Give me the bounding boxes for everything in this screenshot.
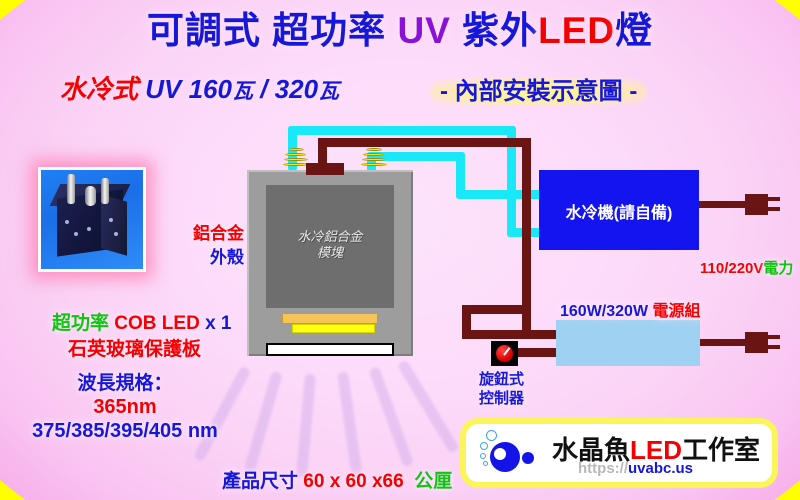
url-domain: uvabc.us: [628, 460, 694, 477]
cob-led-layer: [282, 313, 378, 324]
psu-label: 160W/320W 電源組: [560, 297, 701, 321]
aluminium-shell-line1: 鋁合金: [193, 224, 244, 243]
chiller-power-word: 電力: [763, 260, 794, 277]
water-pipe-outlet-down: [456, 152, 465, 199]
psu-label-watt: 160W/320W: [560, 303, 649, 320]
dimensions-label: 產品尺寸 60 x 60 x66 公厘: [222, 466, 452, 493]
studio-url[interactable]: https://uvabc.us: [578, 460, 693, 477]
module-label-line2: 模塊: [316, 245, 343, 260]
water-pipe-inlet-down: [507, 126, 516, 237]
page-title: 可調式 超功率 UV 紫外LED燈: [0, 12, 800, 49]
psu-power-plug: [745, 332, 780, 353]
led-wire-down-to-psu: [522, 138, 531, 338]
studio-name-studio: 工作室: [682, 435, 761, 465]
wire-terminal-block: [306, 163, 344, 175]
knob-label-line2: 控制器: [479, 390, 525, 407]
subtitle-unit-2: 瓦: [318, 80, 340, 103]
wavelength-main: 365nm: [93, 396, 157, 418]
water-pipe-inlet-horizontal: [288, 126, 516, 135]
cob-led-prefix: 超功率: [52, 313, 110, 334]
title-part-5: 燈: [615, 10, 654, 51]
water-cooled-module: 水冷鋁合金 模塊: [266, 185, 394, 308]
water-pipe-outlet-up: [367, 152, 376, 172]
knob-wire-vertical: [462, 305, 471, 335]
chiller-power-plug: [745, 194, 780, 215]
knob-wire-bus: [462, 330, 526, 339]
subtitle: 水冷式 UV 160瓦 / 320瓦: [60, 76, 339, 102]
title-part-2: UV: [397, 10, 463, 51]
wavelength-block: 波長規格： 365nm 375/385/395/405 nm: [0, 372, 250, 444]
product-photo: [38, 167, 146, 272]
water-pipe-outlet-run: [456, 190, 552, 199]
psu-power-cord: [700, 339, 746, 346]
url-protocol: https://: [578, 460, 628, 477]
studio-name-cn: 水晶魚: [552, 435, 631, 465]
aluminium-shell-label: 鋁合金 外殼: [180, 222, 244, 270]
aluminium-shell-line2: 外殼: [210, 248, 244, 267]
subtitle-spec: UV 160: [145, 74, 232, 104]
module-label: 水冷鋁合金 模塊: [266, 229, 394, 261]
quartz-plate-text: 石英玻璃保護板: [68, 339, 202, 360]
title-part-4: LED: [538, 10, 616, 51]
quartz-layer: [292, 324, 375, 333]
wavelength-title: 波長規格：: [77, 373, 173, 394]
knob-wire-top: [462, 305, 524, 314]
cob-led-mid: COB LED: [109, 313, 200, 334]
subtitle-slash: / 320: [252, 74, 319, 104]
quartz-glass-plate: [266, 343, 394, 356]
water-pipe-outlet-horizontal: [367, 152, 465, 161]
dimensions-prefix: 產品尺寸: [222, 471, 299, 492]
knob-controller[interactable]: [491, 341, 518, 366]
chiller-power-volt: 110/220V: [700, 260, 764, 277]
chiller-power-cord: [699, 201, 746, 208]
quartz-plate-label: 石英玻璃保護板: [68, 334, 201, 361]
subtitle-water-cooled: 水冷式: [60, 74, 139, 104]
chiller-power-label: 110/220V電力: [700, 257, 793, 278]
module-label-line1: 水冷鋁合金: [297, 229, 363, 244]
cob-led-label: 超功率 COB LED x 1: [52, 308, 232, 335]
title-part-3: 紫外: [462, 10, 539, 51]
knob-label-line1: 旋鈕式: [479, 371, 525, 388]
knob-wire-out: [517, 348, 561, 357]
water-chiller-label: 水冷機(請自備): [565, 205, 673, 222]
wavelength-others: 375/385/395/405 nm: [32, 420, 218, 442]
led-wire-vertical: [318, 138, 327, 168]
title-part-1: 可調式 超功率: [146, 10, 398, 51]
diagram-badge: - 內部安裝示意圖 -: [430, 78, 648, 106]
spring-fitting-right: [361, 148, 387, 170]
cob-led-suffix: x 1: [199, 313, 232, 334]
studio-logo-card[interactable]: 水晶魚LED工作室 https://uvabc.us: [466, 424, 772, 482]
psu-label-word: 電源組: [652, 303, 701, 320]
led-wire-horizontal: [318, 138, 531, 147]
subtitle-unit-1: 瓦: [231, 80, 253, 103]
studio-name-led: LED: [630, 435, 683, 465]
led-wire-to-psu: [522, 330, 560, 339]
water-chiller-box: 水冷機(請自備): [539, 170, 699, 250]
fish-logo-icon: [480, 430, 534, 472]
spring-fitting-left: [283, 148, 309, 170]
knob-controller-label: 旋鈕式 控制器: [479, 370, 524, 408]
dimensions-unit: 公厘: [414, 471, 453, 492]
studio-name: 水晶魚LED工作室: [552, 430, 760, 467]
dimensions-value: 60 x 60 x66: [303, 471, 404, 492]
power-supply-box: [556, 320, 700, 366]
